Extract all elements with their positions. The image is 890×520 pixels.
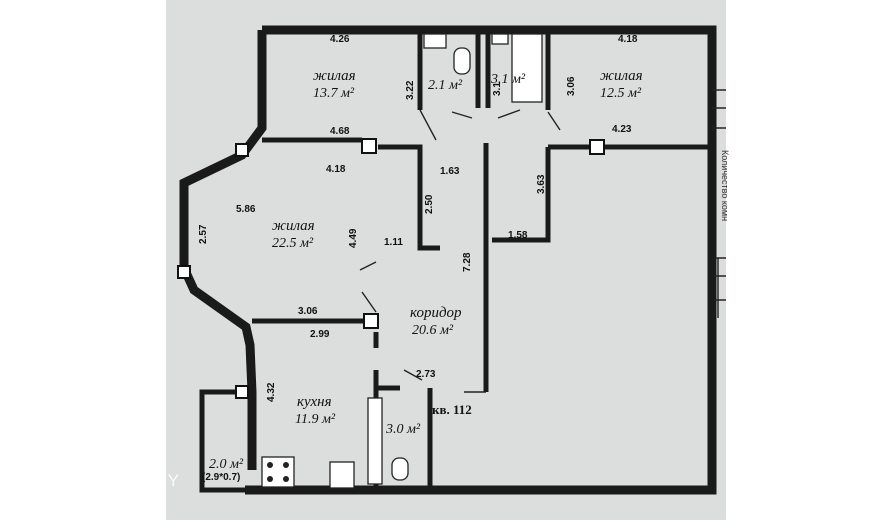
dim-7-28: 7.28 [462, 252, 473, 272]
dim-4-23: 4.23 [612, 124, 632, 135]
dim-3-63: 3.63 [536, 174, 547, 194]
dim-1-63: 1.63 [440, 166, 460, 177]
room-balcony-size: (2.9*0.7) [202, 472, 240, 483]
room-living3-name: жилая [272, 218, 315, 234]
dim-1-58: 1.58 [508, 230, 528, 241]
room-living1-name: жилая [313, 68, 356, 84]
watermark-repeat-1: REALTCITY.BY [809, 245, 890, 323]
toilet-fixture [453, 47, 471, 75]
dimension-labels: 4.26 4.18 3.22 3.1 3.06 4.68 4.23 4.18 1… [198, 34, 638, 402]
interior-walls [252, 32, 710, 490]
columns [177, 138, 605, 399]
room-wc-area: 3.1 м² [490, 72, 526, 87]
room-living1-area: 13.7 м² [313, 86, 355, 101]
dim-4-49: 4.49 [348, 228, 359, 248]
dim-5-86: 5.86 [236, 204, 256, 215]
dim-2-50: 2.50 [424, 194, 435, 214]
dim-3-22: 3.22 [405, 80, 416, 100]
dim-4-68: 4.68 [330, 126, 350, 137]
dim-2-99: 2.99 [310, 329, 330, 340]
room-bath-area: 2.1 м² [428, 78, 463, 93]
wc-fixture [391, 457, 409, 481]
house-logo-icon [30, 462, 50, 488]
watermark-repeat-2: REALTCITY.BY [753, 355, 869, 433]
fixtures [261, 33, 543, 489]
dim-4-18-top: 4.18 [618, 34, 638, 45]
dim-2-57: 2.57 [198, 224, 209, 244]
dim-4-18-mid: 4.18 [326, 164, 346, 175]
apartment-label: кв. 112 [432, 402, 472, 417]
dim-3-06-h: 3.06 [298, 306, 318, 317]
edge-caption: Количество комн [720, 150, 730, 221]
basin-fixture [491, 33, 509, 45]
dim-2-73: 2.73 [416, 369, 436, 380]
dim-4-26: 4.26 [330, 34, 350, 45]
stove-fixture [261, 456, 295, 488]
watermark-big: REALTCITY.BY [56, 471, 179, 490]
room-living2-area: 12.5 м² [600, 86, 642, 101]
room-corridor-name: коридор [410, 305, 462, 321]
shaft-fixture [367, 397, 383, 485]
room-kitchen-area: 11.9 м² [295, 412, 336, 427]
watermark-small: НЕДВИЖИМОСТЬ [56, 461, 140, 471]
dim-3-06-v: 3.06 [566, 76, 577, 96]
room-living2-name: жилая [600, 68, 643, 84]
room-kitchen-name: кухня [297, 394, 332, 410]
room-living3-area: 22.5 м² [272, 236, 314, 251]
room-corridor-area: 20.6 м² [412, 323, 454, 338]
counter-fixture [329, 461, 355, 489]
sink-fixture [423, 33, 447, 49]
dim-1-11: 1.11 [384, 237, 403, 248]
room-storage-area: 3.0 м² [385, 422, 421, 437]
right-edge-fragment: Количество комн [712, 89, 730, 318]
dim-4-32: 4.32 [266, 382, 277, 402]
bathtub-fixture [511, 33, 543, 103]
dim-3-1: 3.1 [492, 82, 503, 96]
room-balcony-area: 2.0 м² [209, 457, 244, 472]
